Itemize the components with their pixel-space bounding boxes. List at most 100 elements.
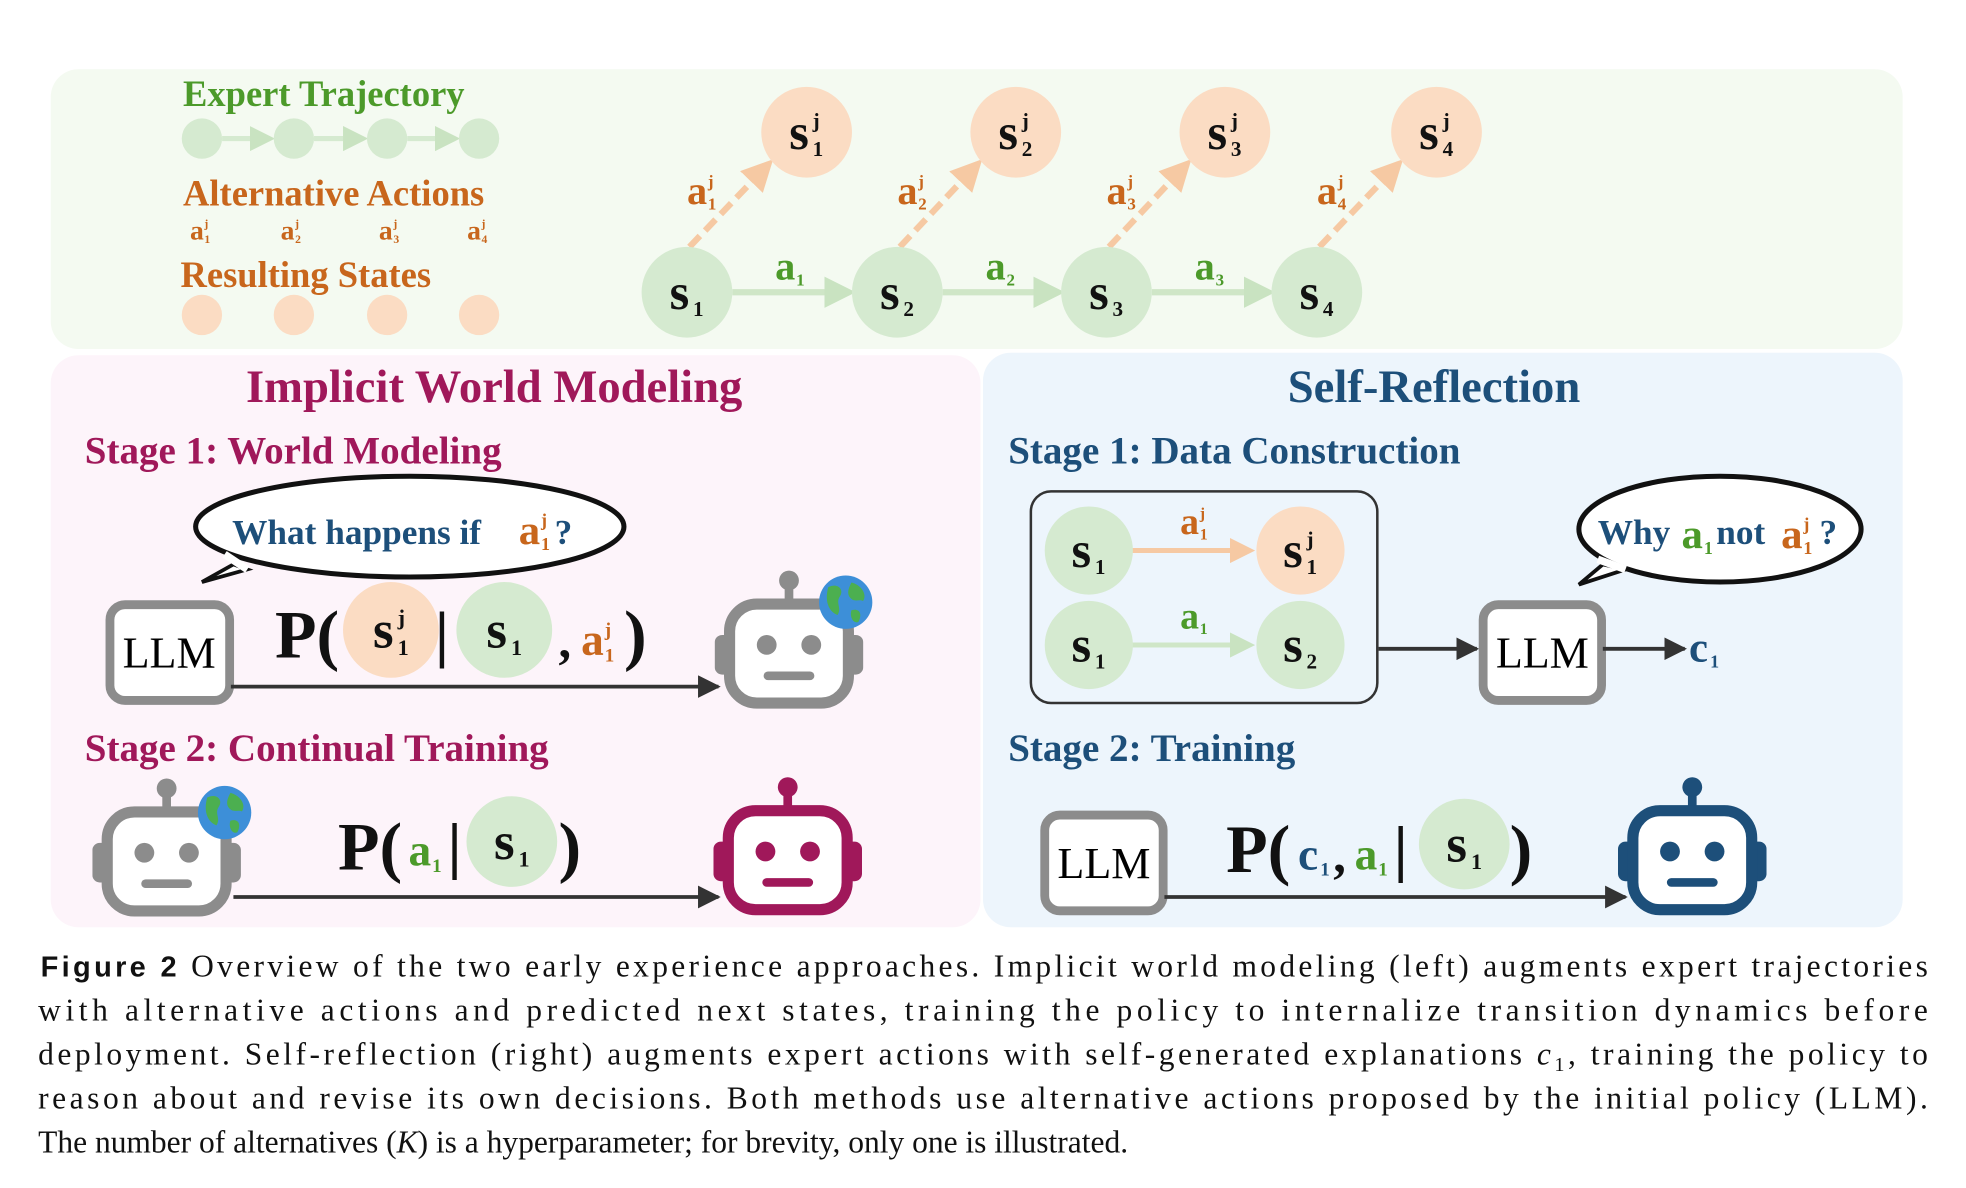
expert-state-main: s: [880, 264, 900, 320]
legend-alt-action-sub: 1: [204, 233, 210, 246]
bubble-question-mark: ?: [555, 513, 573, 552]
formula-alt-state-main: s: [373, 601, 394, 659]
explanation-main: c: [1689, 624, 1708, 671]
alt-state-main: s: [1419, 104, 1439, 160]
alt-action-main: a: [687, 168, 707, 213]
left-stage2-title: Stage 2: Continual Training: [85, 727, 549, 770]
llm-box-left-1: [105, 600, 235, 705]
alt-state-sup: j: [812, 109, 820, 133]
box-alt-action-sub: 1: [1200, 526, 1208, 543]
formula-state-circle: [456, 582, 553, 678]
svg-text:The number of alternatives (K): The number of alternatives (K) is a hype…: [38, 1125, 1128, 1160]
caption-line: , training the policy to: [1568, 1037, 1928, 1072]
expert-state-circle: [1271, 246, 1363, 338]
box-alt-state-circle: [1256, 506, 1345, 595]
alt-state-sub: 1: [813, 137, 824, 161]
bubble-action-main: a: [1682, 511, 1703, 558]
box-next-state-circle: [1256, 600, 1345, 690]
alt-state-sup: j: [1442, 109, 1450, 133]
formula-comma: ,: [558, 613, 571, 669]
expert-action-main: a: [775, 244, 795, 289]
globe-icon: [819, 575, 873, 629]
box-alt-state-sub: 1: [1307, 555, 1318, 579]
alt-action-sup: j: [707, 172, 714, 191]
llm-label: LLM: [1057, 839, 1150, 888]
box-alt-action-sup: j: [1199, 505, 1205, 522]
bubble-alt-action-sub: 1: [541, 534, 550, 554]
expert-state-circle: [1061, 246, 1152, 338]
alt-state-circle: [970, 86, 1062, 178]
alt-action-main: a: [897, 168, 917, 213]
svg-text:Figure 2 Overview of the two e: Figure 2 Overview of the two early exper…: [41, 948, 1928, 983]
formula-bar: |: [1394, 813, 1408, 883]
formula-alt-state-sup: j: [397, 605, 405, 630]
formula-state-main: s: [494, 813, 515, 871]
box-state-sub: 1: [1095, 650, 1106, 674]
legend-result-dots: [181, 294, 500, 336]
legend-alt-action-sup: j: [294, 218, 299, 231]
legend-alt-action-sub: 3: [393, 233, 399, 246]
globe-icon: [197, 785, 252, 840]
alt-action-arrow: [897, 159, 983, 250]
expert-action-main: a: [1195, 244, 1215, 289]
bubble-text: What happens if: [232, 513, 482, 552]
alt-state-sup: j: [1230, 109, 1238, 133]
caption-line: The number of alternatives (: [38, 1125, 396, 1160]
bubble-alt-action-sup: j: [540, 510, 547, 530]
caption-line: Overview of the two early experience app…: [180, 948, 1928, 983]
box-state-main: s: [1071, 617, 1091, 673]
alt-state-sup: j: [1021, 109, 1029, 133]
caption-line: with alternative actions and predicted n…: [38, 992, 1928, 1027]
alt-action-sub: 4: [1338, 195, 1347, 214]
formula-action-sub: 1: [1378, 860, 1388, 881]
legend-alt-action-sup: j: [203, 218, 208, 231]
caption-math-c: c: [1537, 1037, 1551, 1072]
alt-state-main: s: [789, 104, 809, 160]
right-title: Self-Reflection: [1288, 361, 1581, 413]
alt-action-sub: 1: [708, 195, 716, 214]
alt-state-circle: [761, 86, 852, 178]
box-action-main: a: [1180, 596, 1199, 638]
alt-state-circle: [1179, 86, 1271, 178]
formula-state-circle: [1418, 798, 1510, 890]
expert-action-main: a: [986, 244, 1006, 289]
formula-alt-state-sub: 1: [398, 635, 409, 660]
legend-alt-title: Alternative Actions: [183, 172, 484, 213]
box-state-main: s: [1071, 522, 1091, 578]
legend-alt-action-sub: 2: [295, 233, 301, 246]
formula-open: P(: [1226, 811, 1290, 887]
alt-action-arrow: [1106, 159, 1192, 250]
alt-state-circle: [1391, 86, 1482, 178]
box-alt-state-sup: j: [1306, 527, 1314, 551]
legend-alt-action-sub: 4: [482, 233, 488, 246]
llm-box-right-2: [1040, 810, 1168, 916]
expert-action-sub: 1: [796, 270, 804, 289]
alt-state-sub: 2: [1022, 137, 1033, 161]
formula-action-sub: 1: [432, 856, 442, 877]
bubble-text: not: [1716, 513, 1765, 552]
box-state-circle: [1044, 600, 1133, 690]
box-next-state-sub: 2: [1307, 650, 1318, 674]
formula-explanation-main: c: [1298, 829, 1318, 879]
bubble-text: Why: [1598, 513, 1671, 552]
figure-caption: Figure 2 Overview of the two early exper…: [38, 948, 1928, 1159]
formula-close: ): [1510, 811, 1533, 887]
llm-label: LLM: [123, 629, 216, 678]
caption-line: reason about and revise its own decision…: [38, 1081, 1928, 1116]
formula-open: P(: [275, 597, 339, 673]
legend-alt-action-sup: j: [392, 218, 397, 231]
formula-bar: |: [448, 811, 462, 881]
bubble-question-mark: ?: [1820, 513, 1838, 552]
alt-action-sup: j: [1126, 172, 1133, 191]
caption-label: Figure 2: [41, 951, 177, 983]
legend-alt-action-sup: j: [481, 218, 486, 231]
svg-text:deployment. Self-reflection (r: deployment. Self-reflection (right) augm…: [38, 1037, 1928, 1076]
box-state-circle: [1044, 506, 1133, 595]
formula-bar: |: [435, 599, 449, 669]
formula-state-sub: 1: [519, 846, 530, 871]
alt-action-sub: 3: [1127, 195, 1135, 214]
